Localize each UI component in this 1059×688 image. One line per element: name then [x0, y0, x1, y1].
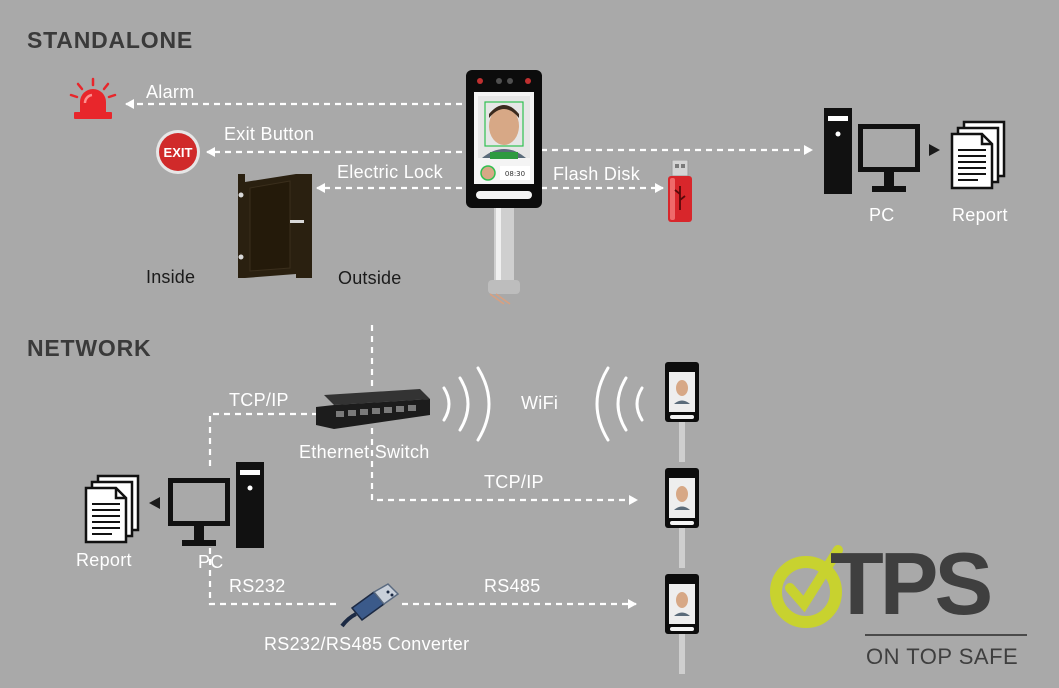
pc-icon	[824, 108, 922, 196]
label-ethernet-switch: Ethernet Switch	[299, 442, 430, 462]
label-report: Report	[952, 205, 1008, 225]
label-converter: RS232/RS485 Converter	[264, 634, 470, 654]
standalone-title: STANDALONE	[27, 27, 194, 53]
report-icon	[950, 120, 1006, 190]
wifi-waves-left-icon	[440, 364, 520, 444]
wifi-waves-right-icon	[566, 364, 646, 444]
logo-divider	[865, 634, 1027, 636]
label-outside: Outside	[338, 268, 402, 288]
label-tcpip-mid: TCP/IP	[484, 472, 544, 492]
door-icon	[238, 170, 316, 282]
usb-flash-icon	[667, 160, 693, 222]
line-rs232	[208, 548, 340, 606]
label-rs485: RS485	[484, 576, 541, 596]
arrow-pc-report	[929, 144, 940, 156]
line-switch-device	[370, 428, 638, 505]
label-rs232: RS232	[229, 576, 286, 596]
pc-icon-network	[168, 462, 266, 550]
report-icon-network	[84, 474, 140, 544]
face-terminal-rs485-icon	[665, 574, 699, 674]
face-terminal-tcpip-icon	[665, 468, 699, 568]
label-exit-button: Exit Button	[224, 124, 315, 144]
network-title: NETWORK	[27, 335, 152, 361]
label-wifi: WiFi	[521, 393, 559, 413]
exit-sign-icon: EXIT	[154, 128, 202, 176]
device-time: 08:30	[505, 170, 525, 178]
line-switch-pc	[208, 412, 318, 468]
label-pc: PC	[869, 205, 895, 225]
face-terminal-icon: 08:30	[466, 70, 542, 306]
label-inside: Inside	[146, 267, 196, 287]
label-flash-disk: Flash Disk	[553, 164, 641, 184]
arrow-pc-report-net	[149, 497, 160, 509]
ethernet-switch-icon	[314, 385, 432, 435]
label-alarm: Alarm	[146, 82, 195, 102]
face-terminal-wifi-icon	[665, 362, 699, 462]
label-electric-lock: Electric Lock	[337, 162, 443, 182]
logo-tagline: ON TOP SAFE	[866, 644, 1019, 669]
converter-cable-icon	[338, 578, 404, 632]
logo-wordmark: TPS	[830, 534, 993, 633]
label-tcpip-left: TCP/IP	[229, 390, 289, 410]
exit-sign-text: EXIT	[164, 145, 193, 160]
logo-mark-icon	[768, 544, 848, 630]
label-pc-network: PC	[198, 552, 224, 572]
alarm-light-icon	[68, 76, 118, 122]
label-report-network: Report	[76, 550, 132, 570]
